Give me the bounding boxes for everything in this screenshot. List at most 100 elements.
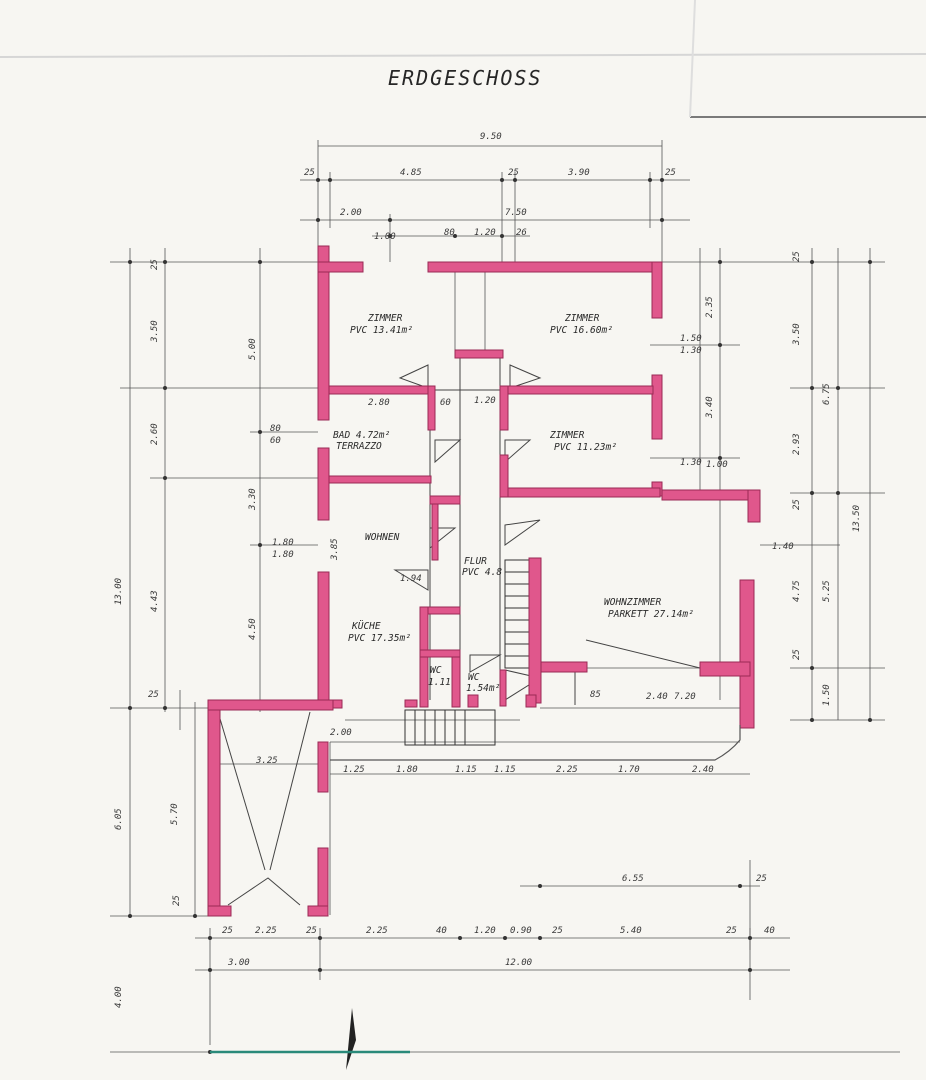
dim-label: 2.00: [340, 208, 362, 218]
dim-label: 1.80: [396, 765, 418, 775]
dim-label: 26: [516, 228, 527, 238]
dim-label: 25: [665, 168, 676, 178]
dim-label: 60: [440, 398, 451, 408]
dim-label: 25: [756, 874, 767, 884]
dim-label: 80: [270, 424, 281, 434]
dim-label: 40: [436, 926, 447, 936]
paper-crease: [0, 53, 926, 58]
dim-label: 3.40: [705, 396, 715, 418]
dim-label: 1.80: [272, 550, 294, 560]
dim-label: 80: [444, 228, 455, 238]
room-detail: PVC 13.41m²: [350, 325, 413, 336]
dim-label: 2.25: [556, 765, 578, 775]
dim-label: 2.40: [692, 765, 714, 775]
dim-label: 1.15: [494, 765, 516, 775]
room-detail: PVC 11.23m²: [554, 442, 617, 453]
dim-label: 85: [590, 690, 601, 700]
dim-label: 5.70: [170, 803, 180, 825]
room-detail: TERRAZZO: [336, 441, 382, 452]
dim-label: 1.20: [474, 228, 496, 238]
dim-label: 5.25: [822, 580, 832, 602]
dim-label: 3.50: [150, 320, 160, 342]
dim-label: 2.80: [368, 398, 390, 408]
room-name: BAD 4.72m²: [333, 430, 391, 441]
dim-label: 3.25: [256, 756, 278, 766]
dim-label: 3.50: [792, 323, 802, 345]
dim-label: 1.00: [706, 460, 728, 470]
dim-label: 4.43: [150, 590, 160, 612]
dim-label: 5.00: [248, 338, 258, 360]
dim-label: 1.50: [822, 684, 832, 706]
dim-label: 2.00: [330, 728, 352, 738]
dim-label: 2.40: [646, 692, 668, 702]
north-arrow-icon: [346, 1008, 356, 1070]
room-name: WC: [430, 665, 442, 676]
dim-label: 1.70: [618, 765, 640, 775]
room-detail: PVC 4.8: [462, 567, 503, 578]
dim-label: 3.00: [228, 958, 250, 968]
dim-label: 25: [792, 499, 802, 510]
dim-label: 1.50: [680, 334, 702, 344]
dim-label: 2.93: [792, 433, 802, 455]
room-name: ZIMMER: [565, 313, 600, 324]
room-name: WOHNZIMMER: [604, 597, 662, 608]
bay-wall: [330, 725, 741, 761]
dim-label: 1.20: [474, 396, 496, 406]
dim-label: 2.25: [366, 926, 388, 936]
dimension-ticks: [128, 178, 872, 1054]
room-name: WC: [468, 672, 480, 683]
dim-label: 25: [148, 690, 159, 700]
room-name: ZIMMER: [550, 430, 585, 441]
dim-label: 6.75: [822, 383, 832, 405]
dim-label: 0.90: [510, 926, 532, 936]
partitions: [217, 350, 760, 906]
room-name: FLUR: [464, 556, 487, 567]
dim-label: 25: [792, 649, 802, 660]
walls: [207, 245, 761, 917]
room-name: KÜCHE: [352, 621, 381, 632]
dim-label: 2.25: [255, 926, 277, 936]
room-detail: 1.54m²: [466, 683, 501, 694]
dim-label: 2.60: [150, 423, 160, 445]
dim-label: 25: [304, 168, 315, 178]
dim-label: 7.50: [505, 208, 527, 218]
dim-label: 1.25: [343, 765, 365, 775]
dim-label: 25: [508, 168, 519, 178]
dim-label: 7.20: [674, 692, 696, 702]
dim-label: 25: [150, 259, 160, 270]
dim-overall-left: 13.00: [114, 577, 124, 605]
dim-label: 4.00: [114, 986, 124, 1008]
dim-label: 5.40: [620, 926, 642, 936]
dim-label: 1.30: [680, 458, 702, 468]
dim-label: 1.20: [474, 926, 496, 936]
dim-label: 4.50: [248, 618, 258, 640]
dim-label: 1.40: [772, 542, 794, 552]
dim-label: 12.00: [505, 958, 533, 968]
dim-label: 6.05: [114, 808, 124, 830]
dim-label: 3.85: [330, 538, 340, 560]
dim-overall-top: 9.50: [480, 132, 502, 142]
dim-label: 2.35: [705, 296, 715, 318]
dim-label: 1.00: [374, 232, 396, 242]
dim-overall-right: 13.50: [852, 504, 862, 532]
room-detail: PVC 16.60m²: [550, 325, 613, 336]
dim-label: 25: [726, 926, 737, 936]
dim-label: 25: [222, 926, 233, 936]
dim-label: 3.90: [568, 168, 590, 178]
dim-label: 6.55: [622, 874, 644, 884]
plan-title: ERDGESCHOSS: [388, 66, 543, 90]
room-detail: PVC 17.35m²: [348, 633, 411, 644]
dim-label: 1.80: [272, 538, 294, 548]
dim-label: 25: [792, 251, 802, 262]
dim-label: 3.30: [248, 488, 258, 510]
room-name: WOHNEN: [365, 532, 400, 543]
dim-label: 4.85: [400, 168, 422, 178]
paper-crease: [689, 0, 696, 118]
room-detail: 1.11: [428, 677, 451, 688]
room-name: ZIMMER: [368, 313, 403, 324]
dim-label: 40: [764, 926, 775, 936]
dim-label: 4.75: [792, 580, 802, 602]
dim-label: 1.30: [680, 346, 702, 356]
room-detail: PARKETT 27.14m²: [608, 609, 694, 620]
